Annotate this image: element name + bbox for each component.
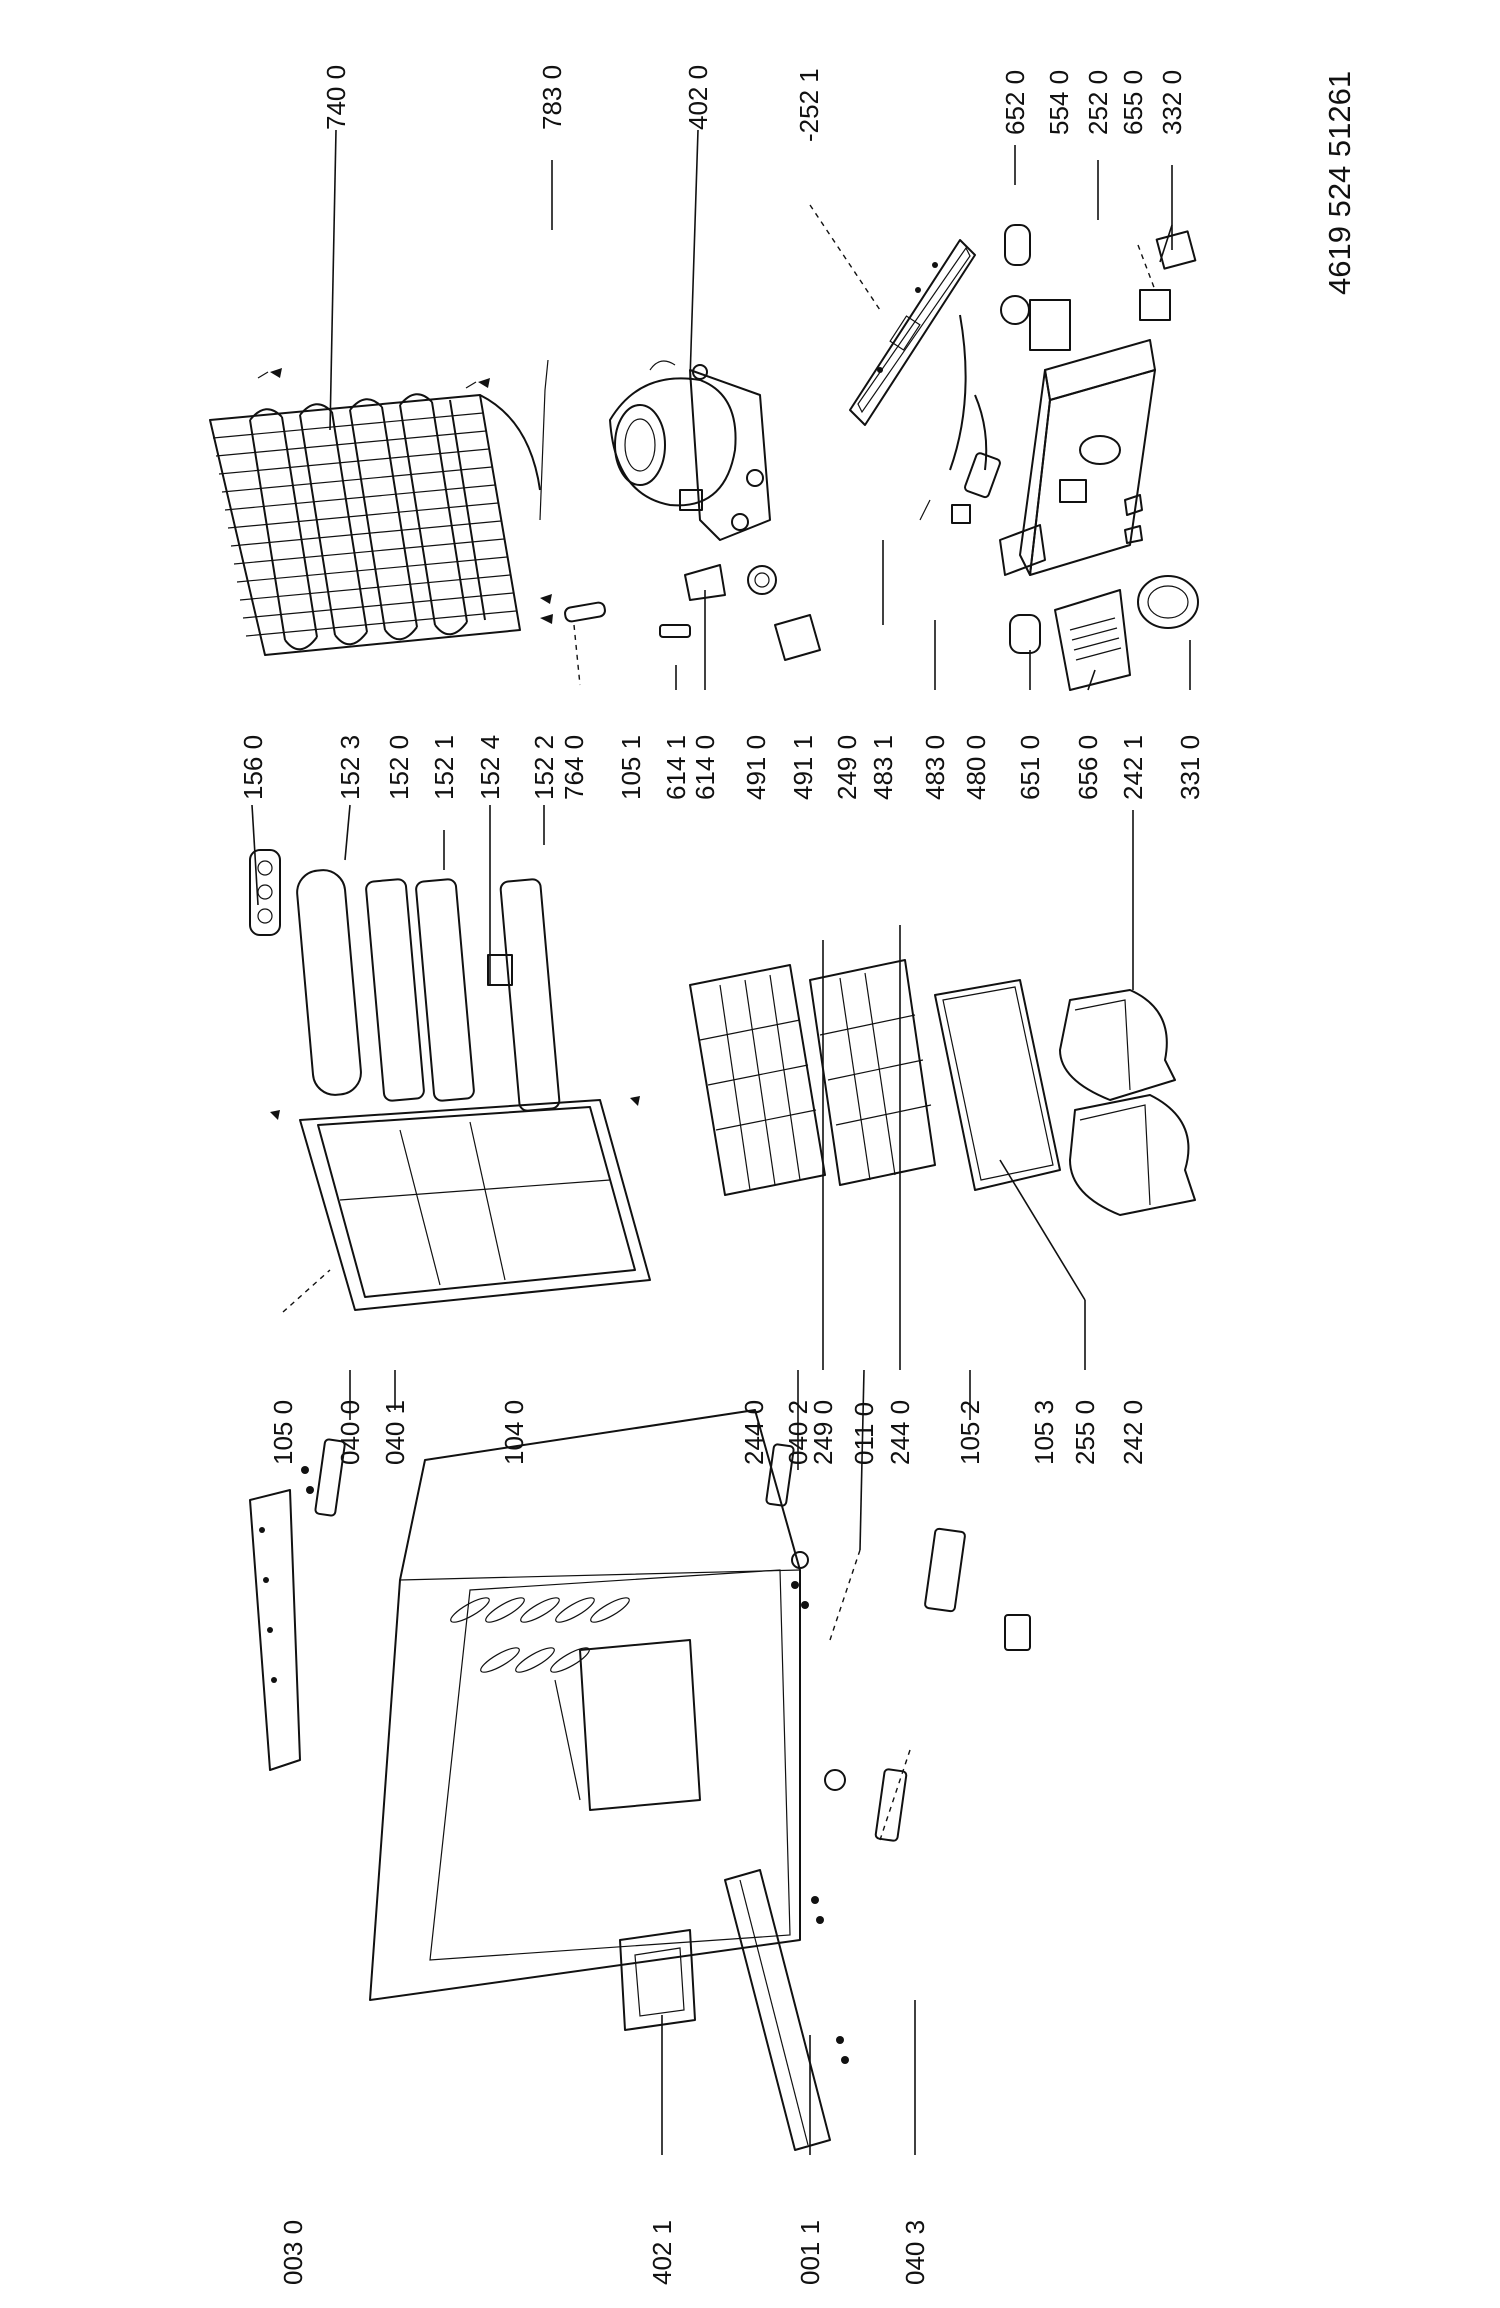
label-483-0: 483 0 — [920, 735, 950, 800]
label-249-0-top: 249 0 — [832, 735, 862, 800]
label-656-0: 656 0 — [1073, 735, 1103, 800]
label-244-0-a: 244 0 — [739, 1400, 769, 1465]
label-152-2: 152 2 — [529, 735, 559, 800]
label-402-0: 402 0 — [683, 65, 713, 130]
crisper-drawers — [1059, 989, 1196, 1216]
label-003-0: 003 0 — [278, 2220, 308, 2285]
label-011-0: 011 0 — [849, 1402, 879, 1465]
document-number: 4619 524 51261 — [1322, 71, 1357, 295]
label-040-3: 040 3 — [900, 2220, 930, 2285]
label-783-0: 783 0 — [537, 65, 567, 130]
label-491-0: 491 0 — [741, 735, 771, 800]
label-105-2: 105 2 — [955, 1400, 985, 1465]
condenser-coil — [209, 368, 552, 656]
label-152-4: 152 4 — [475, 735, 505, 800]
relay-and-overload — [659, 564, 821, 661]
thermostat-assembly — [919, 314, 1001, 524]
label-152-1: 152 1 — [429, 735, 459, 800]
label-152-3: 152 3 — [335, 735, 365, 800]
hinges-and-feet — [301, 1438, 1031, 2064]
egg-tray — [249, 849, 281, 936]
label-105-3: 105 3 — [1029, 1400, 1059, 1465]
label-651-0: 651 0 — [1015, 735, 1045, 800]
label-244-0-b: 244 0 — [885, 1400, 915, 1465]
label-740-0: 740 0 — [321, 65, 351, 130]
drier-filter — [539, 359, 606, 624]
wire-shelf-upper — [689, 964, 826, 1196]
label-480-0: 480 0 — [961, 735, 991, 800]
label-764-0: 764 0 — [559, 735, 589, 800]
label-652-0: 652 0 — [1000, 70, 1030, 135]
control-box — [999, 224, 1197, 576]
label-332-0: 332 0 — [1157, 70, 1187, 135]
label-040-2: 040 2 — [783, 1400, 813, 1465]
label-252-0: 252 0 — [1083, 70, 1113, 135]
label-040-0: 040 0 — [335, 1400, 365, 1465]
label-001-1: 001 1 — [795, 2220, 825, 2285]
cabinet — [249, 1409, 801, 2001]
label-105-0: 105 0 — [268, 1400, 298, 1465]
label-040-1: 040 1 — [380, 1400, 410, 1465]
door-balconies — [296, 869, 561, 1112]
label-483-1: 483 1 — [868, 735, 898, 800]
label-331-0: 331 0 — [1175, 735, 1205, 800]
label-655-0: 655 0 — [1118, 70, 1148, 135]
callout-labels: 740 0 783 0 402 0 -252 1 652 0 554 0 252… — [238, 65, 1357, 2285]
label-614-0: 614 0 — [690, 735, 720, 800]
label-152-0: 152 0 — [384, 735, 414, 800]
label-402-1: 402 1 — [647, 2220, 677, 2285]
label-554-0: 554 0 — [1044, 70, 1074, 135]
label-156-0: 156 0 — [238, 735, 268, 800]
inner-door — [270, 1096, 651, 1311]
label-252-1: -252 1 — [794, 68, 824, 142]
label-255-0: 255 0 — [1070, 1400, 1100, 1465]
label-104-0: 104 0 — [499, 1400, 529, 1465]
lamp-and-cover — [1009, 575, 1199, 691]
label-242-0: 242 0 — [1118, 1400, 1148, 1465]
compressor — [609, 360, 771, 541]
base-rails — [619, 1869, 831, 2151]
label-105-1: 105 1 — [616, 735, 646, 800]
mounting-bracket — [849, 239, 976, 426]
glass-shelf — [934, 979, 1061, 1191]
label-614-1: 614 1 — [661, 735, 691, 800]
wire-shelf-lower — [809, 959, 936, 1186]
label-249-0-bottom: 249 0 — [808, 1400, 838, 1465]
label-491-1: 491 1 — [788, 735, 818, 800]
leader-lines — [251, 129, 1191, 2155]
label-242-1: 242 1 — [1118, 735, 1148, 800]
